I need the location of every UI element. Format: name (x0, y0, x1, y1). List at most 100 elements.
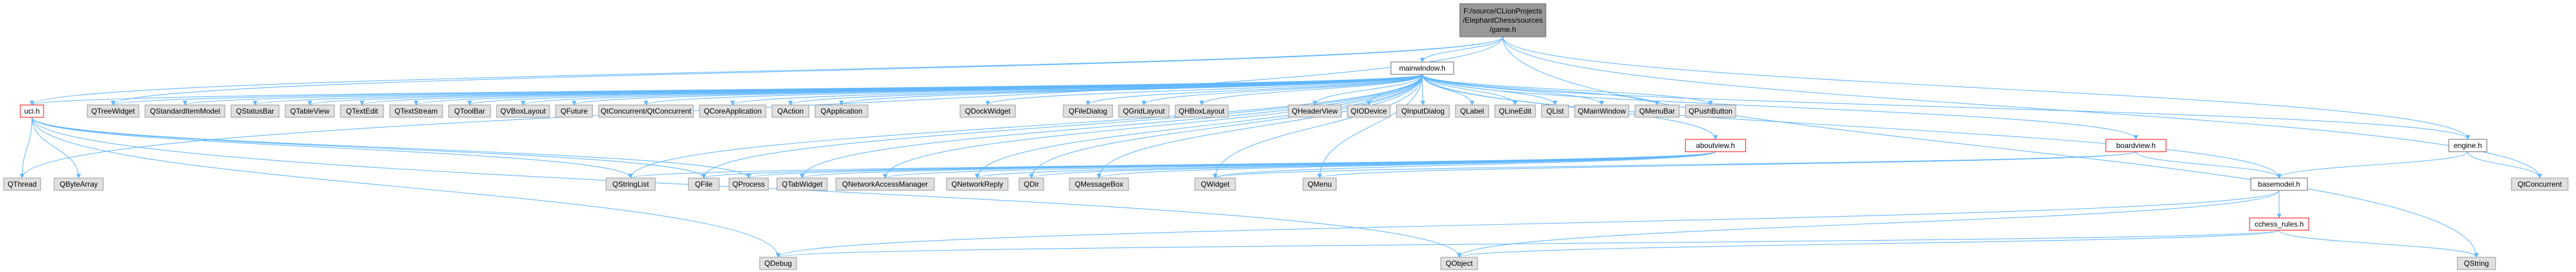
node-QTextStream[interactable]: QTextStream (389, 104, 443, 118)
edge-mainwindow-to-QDockWidget (985, 74, 1423, 106)
node-QDir[interactable]: QDir (1018, 177, 1044, 191)
node-QNetworkAccessManager[interactable]: QNetworkAccessManager (835, 177, 935, 191)
node-QThread[interactable]: QThread (3, 177, 41, 191)
node-QWidget[interactable]: QWidget (1194, 177, 1236, 191)
node-QConcurrent[interactable]: QtConcurrent (2511, 177, 2569, 191)
edge-uci-to-QThread (20, 117, 33, 179)
node-box (1390, 61, 1454, 75)
edge-cchess_rules-to-QString (2279, 230, 2479, 258)
node-QStandardItemModel[interactable]: QStandardItemModel (144, 104, 226, 118)
node-QTabWidget[interactable]: QTabWidget (776, 177, 828, 191)
edge-mainwindow-to-QPushButton (1422, 74, 1713, 106)
node-label: aboutview.h (1696, 141, 1735, 150)
node-label: basemodel.h (2258, 180, 2301, 188)
node-QDebug[interactable]: QDebug (759, 257, 797, 270)
edge-cchess_rules-to-QDebug (776, 230, 2280, 258)
node-label: QInputDialog (1401, 107, 1444, 115)
edge-uci-to-QProcess (31, 117, 751, 179)
node-QToolBar[interactable]: QToolBar (448, 104, 491, 118)
node-label: QDockWidget (965, 107, 1011, 115)
node-QProcess[interactable]: QProcess (728, 177, 769, 191)
node-QIODevice[interactable]: QIODevice (1347, 104, 1391, 118)
node-mainwindow[interactable]: mainwindow.h (1390, 61, 1454, 75)
node-QDockWidget[interactable]: QDockWidget (959, 104, 1016, 118)
edge-root-to-QTreeWidget (111, 36, 1503, 106)
node-QMenu[interactable]: QMenu (1302, 177, 1337, 191)
edge-mainwindow-to-QFileDialog (1085, 74, 1423, 106)
edge-root-to-engine (1502, 36, 2470, 140)
node-QStatusBar[interactable]: QStatusBar (230, 104, 280, 118)
edge-mainwindow-to-QHeaderView (1312, 74, 1423, 106)
edge-mainwindow-to-QStandardItemModel (183, 74, 1423, 106)
node-QHeaderView[interactable]: QHeaderView (1288, 104, 1342, 118)
node-label: engine.h (2454, 141, 2482, 150)
node-label: QTextStream (395, 107, 438, 115)
node-box (53, 177, 104, 191)
node-engine[interactable]: engine.h (2448, 139, 2487, 152)
edge-aboutview-to-QDir (1029, 151, 1716, 179)
node-label: cchess_rules.h (2255, 220, 2304, 228)
node-box (1396, 104, 1450, 118)
node-QList[interactable]: QList (1541, 104, 1569, 118)
node-box (835, 177, 935, 191)
node-QApplication[interactable]: QApplication (814, 104, 869, 118)
node-box (1347, 104, 1391, 118)
edge-mainwindow-to-QList (1422, 74, 1558, 106)
node-QMenuBar[interactable]: QMenuBar (1634, 104, 1680, 118)
node-label: QTabWidget (782, 180, 823, 188)
node-QStringList[interactable]: QStringList (605, 177, 656, 191)
node-label: QStandardItemModel (150, 107, 220, 115)
node-QVBoxLayout[interactable]: QVBoxLayout (496, 104, 550, 118)
node-box (1175, 104, 1229, 118)
node-QObject[interactable]: QObject (1440, 257, 1478, 270)
node-label: QFile (695, 180, 713, 188)
node-label: QHeaderView (1292, 107, 1338, 115)
node-QString[interactable]: QString (2457, 257, 2496, 270)
node-QLineEdit[interactable]: QLineEdit (1494, 104, 1536, 118)
node-uci[interactable]: uci.h (20, 104, 44, 118)
node-label: QStatusBar (236, 107, 274, 115)
node-QMainWindow[interactable]: QMainWindow (1574, 104, 1629, 118)
node-cchess_rules[interactable]: cchess_rules.h (2249, 217, 2309, 231)
node-QFile[interactable]: QFile (688, 177, 720, 191)
node-label: boardview.h (2116, 141, 2156, 150)
node-QHBoxLayout[interactable]: QHBoxLayout (1175, 104, 1229, 118)
node-label: QPushButton (1688, 107, 1732, 115)
node-QInputDialog[interactable]: QInputDialog (1396, 104, 1450, 118)
node-root[interactable]: F:/source/CLionProjects/ElephantChess/so… (1459, 3, 1546, 37)
edge-mainwindow-to-QMainWindow (1422, 74, 1604, 106)
node-label: QNetworkAccessManager (842, 180, 928, 188)
node-label: /game.h (1489, 25, 1516, 34)
node-QGridLayout[interactable]: QGridLayout (1118, 104, 1170, 118)
node-QTreeWidget[interactable]: QTreeWidget (87, 104, 140, 118)
node-QLabel[interactable]: QLabel (1455, 104, 1489, 118)
node-QTextEdit[interactable]: QTextEdit (340, 104, 384, 118)
node-QFuture[interactable]: QFuture (555, 104, 593, 118)
node-box (3, 177, 41, 191)
edge-layer (20, 36, 2542, 258)
node-label: QMainWindow (1578, 107, 1626, 115)
edge-uci-to-QStringList (31, 117, 633, 179)
node-label: QFuture (561, 107, 588, 115)
node-box (2250, 177, 2308, 191)
node-QCoreApplication[interactable]: QCoreApplication (699, 104, 766, 118)
node-box (759, 257, 797, 270)
node-QFileDialog[interactable]: QFileDialog (1063, 104, 1113, 118)
edge-mainwindow-to-engine (1422, 74, 2470, 140)
node-box (448, 104, 491, 118)
edge-mainwindow-to-QMessageBox (1097, 74, 1423, 179)
node-label: QtConcurrent/QtConcurrent (601, 107, 691, 115)
node-QtConcurrent[interactable]: QtConcurrent/QtConcurrent (598, 104, 694, 118)
node-aboutview[interactable]: aboutview.h (1685, 139, 1746, 152)
node-QNetworkReply[interactable]: QNetworkReply (946, 177, 1009, 191)
node-QTableView[interactable]: QTableView (285, 104, 335, 118)
node-label: QDebug (765, 259, 792, 268)
node-label: QProcess (733, 180, 765, 188)
node-QAction[interactable]: QAction (771, 104, 809, 118)
node-QMessageBox[interactable]: QMessageBox (1069, 177, 1129, 191)
node-QPushButton[interactable]: QPushButton (1685, 104, 1736, 118)
node-box (496, 104, 550, 118)
node-QByteArray[interactable]: QByteArray (53, 177, 104, 191)
node-boardview[interactable]: boardview.h (2105, 139, 2167, 152)
node-basemodel[interactable]: basemodel.h (2250, 177, 2308, 191)
